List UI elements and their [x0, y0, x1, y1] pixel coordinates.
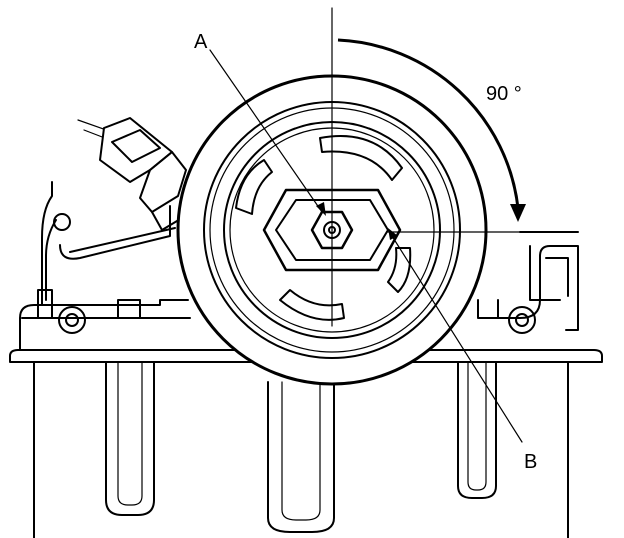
label-a: A — [194, 31, 208, 53]
rotation-arrow — [337, 38, 526, 222]
leader-a — [209, 49, 326, 216]
label-angle: 90 ° — [486, 83, 522, 105]
leader-b — [388, 228, 523, 443]
sensor-connector — [77, 117, 187, 231]
label-b: B — [524, 451, 537, 473]
housing — [19, 181, 579, 351]
reference-lines — [331, 7, 521, 327]
lower-tubes — [33, 359, 569, 538]
